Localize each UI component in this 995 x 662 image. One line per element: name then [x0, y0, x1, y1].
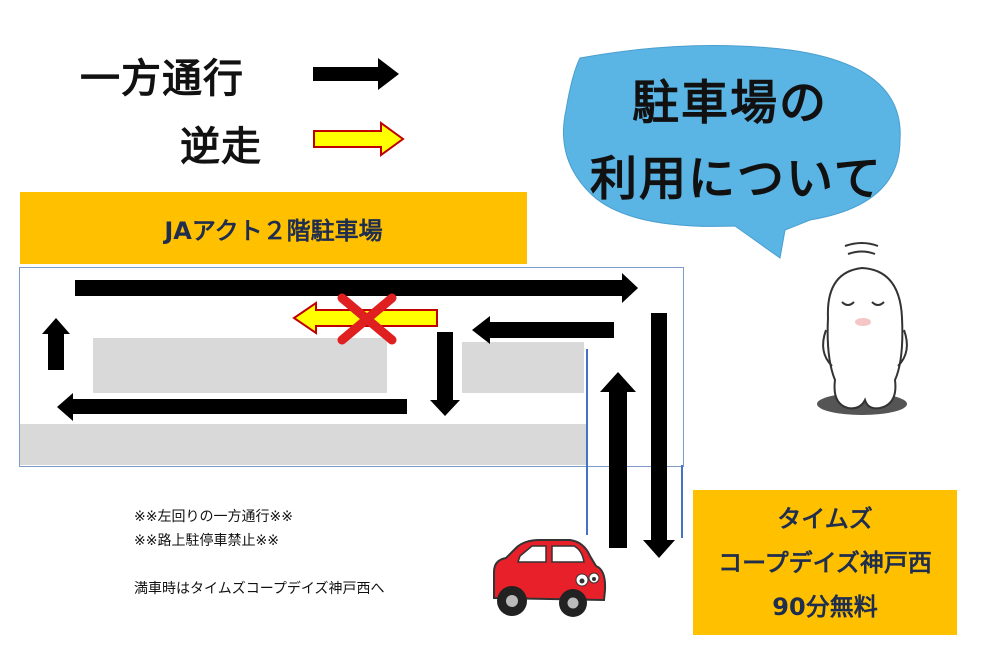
parking-spaces-bottom: [20, 424, 587, 465]
parking-title-banner: JAアクト２階駐車場: [20, 192, 527, 264]
parking-spaces-right: [462, 342, 584, 393]
bubble-line-2: 利用について: [590, 152, 883, 207]
red-car-icon: [493, 539, 607, 617]
bubble-line-1: 駐車場の: [632, 76, 828, 131]
legend-one-way-label: 一方通行: [80, 56, 244, 102]
road-down-arrow: [643, 313, 675, 558]
bottom-flow-arrow: [57, 393, 407, 421]
prohibited-x-icon: [337, 293, 397, 345]
left-up-arrow: [42, 318, 70, 370]
legend-one-way-arrow: [313, 58, 399, 90]
times-free-duration: 90分無料: [772, 592, 878, 621]
middle-down-arrow: [430, 332, 460, 416]
legend-wrong-way-label: 逆走: [180, 124, 262, 170]
road-up-arrow: [600, 372, 636, 548]
times-location: コープデイズ神戸西: [718, 548, 932, 577]
speech-bubble: [563, 45, 901, 259]
note-when-full: 満車時はタイムズコープデイズ神戸西へ: [134, 581, 385, 597]
note-no-parking-on-road: ※※路上駐停車禁止※※: [134, 533, 279, 549]
top-flow-arrow: [75, 273, 638, 303]
parking-title: JAアクト２階駐車場: [164, 216, 383, 245]
times-parking-box: タイムズ コープデイズ神戸西 90分無料: [693, 490, 957, 635]
inner-left-arrow: [472, 316, 614, 344]
legend-wrong-way-arrow: [313, 121, 405, 157]
times-name: タイムズ: [777, 504, 873, 533]
parking-spaces-left: [93, 338, 387, 393]
note-left-turn-one-way: ※※左回りの一方通行※※: [134, 509, 293, 525]
bowing-mascot-icon: [817, 242, 908, 415]
